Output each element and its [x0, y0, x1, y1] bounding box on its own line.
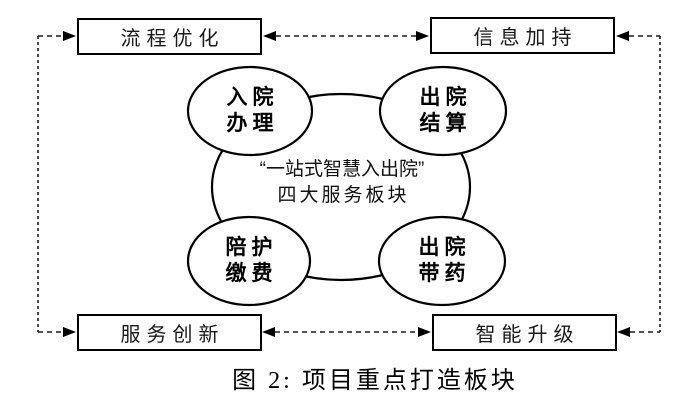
- center-label-line2: 四大服务板块: [277, 185, 410, 206]
- arrowhead-left-icon: [616, 31, 629, 41]
- circle-label-admission-processing: 入院 办理: [188, 85, 312, 137]
- circle-label-line: 办理: [226, 112, 279, 135]
- arrowhead-left-icon: [263, 31, 276, 41]
- corner-box-service-innovation: 服务创新: [77, 314, 262, 351]
- corner-box-intelligent-upgrade: 智能升级: [432, 314, 617, 351]
- center-label: “一站式智慧入出院” 四大服务板块: [211, 157, 473, 209]
- circle-label-line: 出院: [418, 236, 471, 259]
- circle-label-discharge-settlement: 出院 结算: [381, 85, 505, 137]
- circle-label-line: 缴费: [225, 262, 278, 285]
- circle-label-escort-payment: 陪护 缴费: [187, 235, 311, 287]
- circle-discharge-settlement: [378, 65, 508, 157]
- circle-admission-processing: [186, 65, 314, 157]
- arrowhead-left-icon: [262, 327, 275, 337]
- circle-label-line: 陪护: [225, 236, 278, 259]
- circle-label-discharge-medication: 出院 带药: [380, 235, 504, 287]
- corner-box-process-optimization: 流程优化: [77, 18, 262, 55]
- circle-escort-payment: [186, 215, 312, 307]
- circle-label-line: 出院: [419, 86, 472, 109]
- arrowhead-left-icon: [617, 327, 630, 337]
- corner-box-label: 服务创新: [120, 324, 225, 346]
- corner-box-label: 流程优化: [120, 28, 225, 50]
- circle-label-line: 入院: [226, 86, 279, 109]
- arrowhead-right-icon: [418, 327, 431, 337]
- circle-discharge-medication: [377, 215, 507, 307]
- center-label-line1: “一站式智慧入出院”: [259, 159, 425, 180]
- corner-box-label: 智能升级: [475, 324, 580, 346]
- corner-box-label: 信息加持: [473, 27, 578, 49]
- circle-label-line: 结算: [419, 112, 472, 135]
- arrowhead-right-icon: [63, 327, 76, 337]
- arrowhead-right-icon: [63, 31, 76, 41]
- figure-caption: 图 2: 项目重点打造板块: [232, 368, 518, 394]
- arrowhead-right-icon: [416, 31, 429, 41]
- circle-label-line: 带药: [418, 262, 471, 285]
- corner-box-information-support: 信息加持: [430, 17, 615, 54]
